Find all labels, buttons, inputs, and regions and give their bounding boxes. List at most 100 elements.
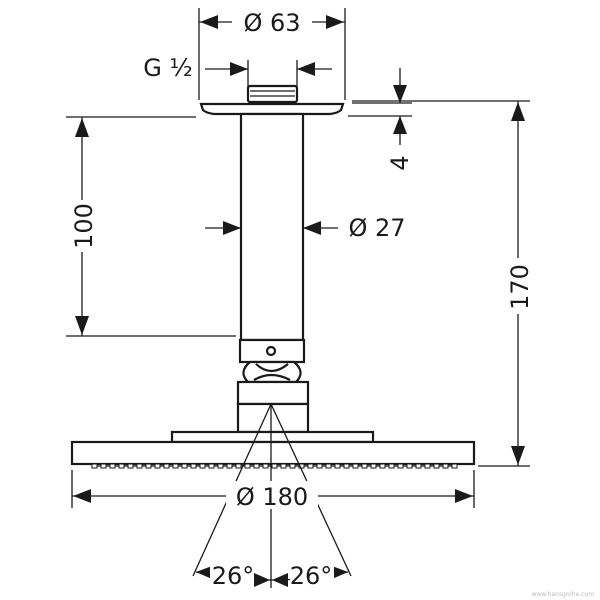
pipe-arrow-bottom	[75, 316, 89, 335]
nozzle	[343, 463, 350, 469]
angle-left-label: 26°	[212, 562, 255, 590]
nozzle	[280, 463, 287, 469]
nozzle	[388, 463, 395, 469]
angle-arrow-right-inner	[272, 573, 288, 587]
pipe-diameter-label: Ø 27	[348, 214, 405, 242]
angle-arrow-left-inner	[254, 573, 270, 587]
nozzle	[424, 463, 431, 469]
nozzle	[154, 463, 161, 469]
nozzle	[451, 463, 458, 469]
arrow-right	[326, 15, 344, 29]
nozzle	[136, 463, 143, 469]
nozzle	[262, 463, 269, 469]
height-label-backdrop	[506, 258, 532, 314]
nozzle	[442, 463, 449, 469]
nozzle	[226, 463, 233, 469]
spray-angle-dimension: 26° 26°	[195, 562, 349, 590]
nozzle	[244, 463, 251, 469]
thread-arrow-right	[297, 62, 315, 76]
nut-screw	[265, 345, 277, 357]
ceiling-flange	[199, 102, 345, 116]
flange-body	[199, 102, 345, 116]
nozzle	[253, 463, 260, 469]
arrow-left	[200, 15, 218, 29]
nozzle	[199, 463, 206, 469]
head-top-plate	[170, 430, 375, 444]
nipple-body	[246, 84, 299, 104]
pipe-dia-arrow-left	[223, 221, 241, 235]
nozzle	[235, 463, 242, 469]
nozzle	[325, 463, 332, 469]
nozzle	[163, 463, 170, 469]
flange-arrow-bottom	[393, 116, 407, 134]
nozzle	[145, 463, 152, 469]
angle-arrow-right-outer	[332, 566, 348, 579]
nozzle	[307, 463, 314, 469]
label-backdrop	[232, 8, 312, 36]
thread-nipple	[246, 84, 299, 104]
top-width-label: Ø 63	[243, 9, 300, 37]
connector-upper	[236, 380, 310, 406]
pipe-label-backdrop	[70, 200, 96, 252]
flange-thickness-label: 4	[386, 155, 414, 170]
angle-right-backdrop	[290, 562, 334, 586]
top-width-dimension: Ø 63	[198, 8, 346, 100]
nozzle	[361, 463, 368, 469]
height-arrow-bottom	[511, 446, 525, 465]
pipe-length-label: 100	[70, 203, 98, 249]
ball-joint	[242, 360, 302, 384]
nozzle	[100, 463, 107, 469]
nozzle	[289, 463, 296, 469]
nozzle	[316, 463, 323, 469]
total-height-dimension: 170	[352, 100, 534, 467]
head-diameter-dimension: Ø 180	[71, 470, 475, 511]
nozzle	[127, 463, 134, 469]
nozzle	[298, 463, 305, 469]
head-label-backdrop	[226, 481, 318, 509]
nozzle	[379, 463, 386, 469]
flange-thickness-dimension: 4	[348, 68, 414, 171]
nozzle	[118, 463, 125, 469]
total-height-label: 170	[506, 264, 534, 310]
nozzle-row	[91, 463, 458, 469]
nozzle	[397, 463, 404, 469]
nozzle	[370, 463, 377, 469]
nozzle	[271, 463, 278, 469]
head-arrow-left	[73, 489, 91, 503]
pipe-arrow-top	[75, 118, 89, 137]
angle-arrow-left-outer	[196, 566, 212, 579]
head-diameter-label: Ø 180	[236, 483, 308, 511]
shower-head	[70, 430, 476, 469]
nozzle	[415, 463, 422, 469]
nozzle	[172, 463, 179, 469]
thread-dimension: G ½	[143, 54, 332, 86]
nozzle	[208, 463, 215, 469]
pipe-body	[239, 112, 305, 342]
nozzle	[217, 463, 224, 469]
pipe-length-dimension: 100	[66, 116, 236, 337]
head-arrow-right	[455, 489, 473, 503]
height-arrow-top	[511, 102, 525, 121]
coupling-nut	[238, 338, 306, 364]
nozzle	[334, 463, 341, 469]
ceiling-pipe	[239, 112, 305, 342]
thread-arrow-left	[230, 62, 248, 76]
nozzle	[109, 463, 116, 469]
flange-arrow-top	[393, 85, 407, 103]
ball-joint-curve-2	[253, 373, 291, 381]
nozzle	[433, 463, 440, 469]
nozzle	[91, 463, 98, 469]
nozzle	[181, 463, 188, 469]
head-body	[70, 440, 476, 466]
nut-body	[238, 338, 306, 364]
ball-joint-curve-1	[255, 363, 289, 373]
pipe-dia-arrow-right	[303, 221, 321, 235]
nozzle	[406, 463, 413, 469]
thread-label: G ½	[143, 54, 193, 82]
angle-left-backdrop	[210, 562, 254, 586]
angle-right-label: 26°	[290, 562, 333, 590]
pipe-diameter-dimension: Ø 27	[205, 214, 406, 242]
nozzle	[352, 463, 359, 469]
nozzle	[190, 463, 197, 469]
